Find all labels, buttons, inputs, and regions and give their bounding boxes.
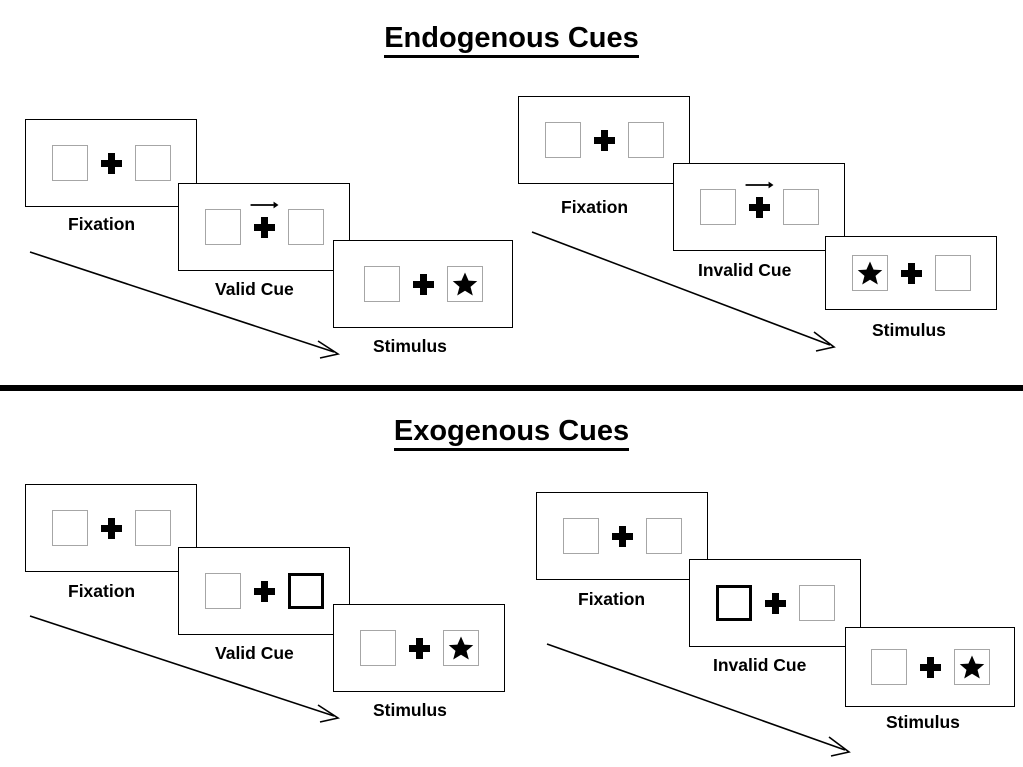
- time-arrow-icon: [546, 643, 851, 757]
- right-box: [287, 209, 324, 245]
- plus-cross-icon: [745, 181, 774, 218]
- right-box: [627, 122, 664, 158]
- right-box: [953, 649, 990, 685]
- caption-endogenous-invalid-stimulus: Stimulus: [872, 320, 946, 340]
- left-box-cued: [715, 585, 752, 621]
- caption-exogenous-valid-stimulus: Stimulus: [373, 700, 447, 720]
- section-divider: [0, 385, 1023, 391]
- left-box: [544, 122, 581, 158]
- panel-endogenous-invalid-cue[interactable]: [673, 163, 845, 251]
- right-box: [134, 145, 171, 181]
- right-box: [134, 510, 171, 546]
- plus-cross-icon: [253, 580, 275, 602]
- plus-cross-icon: [900, 262, 922, 284]
- panel-endogenous-valid-stimulus[interactable]: [333, 240, 513, 328]
- panel-endogenous-invalid-fixation[interactable]: [518, 96, 690, 184]
- left-box: [851, 255, 888, 291]
- panel-exogenous-invalid-fixation[interactable]: [536, 492, 708, 580]
- arrow-right-icon: [745, 181, 774, 188]
- left-box: [204, 209, 241, 245]
- star-icon: [452, 272, 477, 296]
- panel-endogenous-invalid-stimulus[interactable]: [825, 236, 997, 310]
- caption-exogenous-invalid-fixation: Fixation: [578, 589, 646, 609]
- left-box: [699, 189, 736, 225]
- plus-cross-icon: [593, 129, 615, 151]
- section-heading-endogenous-text: Endogenous Cues: [384, 22, 639, 58]
- section-heading-exogenous-text: Exogenous Cues: [393, 415, 630, 451]
- right-box: [782, 189, 819, 225]
- panel-exogenous-valid-stimulus[interactable]: [333, 604, 505, 692]
- left-box: [204, 573, 241, 609]
- section-heading-exogenous: Exogenous Cues: [0, 415, 1023, 451]
- caption-exogenous-invalid-stimulus: Stimulus: [886, 712, 960, 732]
- right-box: [442, 630, 479, 666]
- caption-endogenous-invalid-cue: Invalid Cue: [698, 260, 792, 280]
- section-heading-endogenous: Endogenous Cues: [0, 22, 1023, 58]
- caption-endogenous-valid-cue: Valid Cue: [215, 279, 294, 299]
- right-box: [446, 266, 483, 302]
- right-box: [798, 585, 835, 621]
- star-icon: [857, 261, 882, 285]
- plus-cross-icon: [100, 517, 122, 539]
- panel-exogenous-invalid-cue[interactable]: [689, 559, 861, 647]
- panel-endogenous-valid-cue[interactable]: [178, 183, 350, 271]
- plus-cross-icon: [764, 592, 786, 614]
- plus-cross-icon: [412, 273, 434, 295]
- left-box: [562, 518, 599, 554]
- left-box: [51, 510, 88, 546]
- panel-endogenous-valid-fixation[interactable]: [25, 119, 197, 207]
- panel-exogenous-valid-fixation[interactable]: [25, 484, 197, 572]
- plus-cross-icon: [919, 656, 941, 678]
- left-box: [51, 145, 88, 181]
- right-box-cued: [287, 573, 324, 609]
- arrow-right-icon: [250, 201, 279, 208]
- caption-endogenous-invalid-fixation: Fixation: [561, 197, 629, 217]
- caption-exogenous-invalid-cue: Invalid Cue: [713, 655, 807, 675]
- left-box: [363, 266, 400, 302]
- plus-cross-icon: [408, 637, 430, 659]
- star-icon: [448, 636, 473, 660]
- panel-exogenous-valid-cue[interactable]: [178, 547, 350, 635]
- panel-exogenous-invalid-stimulus[interactable]: [845, 627, 1015, 707]
- caption-exogenous-valid-fixation: Fixation: [68, 581, 136, 601]
- left-box: [359, 630, 396, 666]
- right-box: [645, 518, 682, 554]
- left-box: [870, 649, 907, 685]
- star-icon: [959, 655, 984, 679]
- caption-endogenous-valid-fixation: Fixation: [68, 214, 136, 234]
- plus-cross-icon: [250, 201, 279, 238]
- right-box: [934, 255, 971, 291]
- caption-endogenous-valid-stimulus: Stimulus: [373, 336, 447, 356]
- plus-cross-icon: [100, 152, 122, 174]
- plus-cross-icon: [611, 525, 633, 547]
- caption-exogenous-valid-cue: Valid Cue: [215, 643, 294, 663]
